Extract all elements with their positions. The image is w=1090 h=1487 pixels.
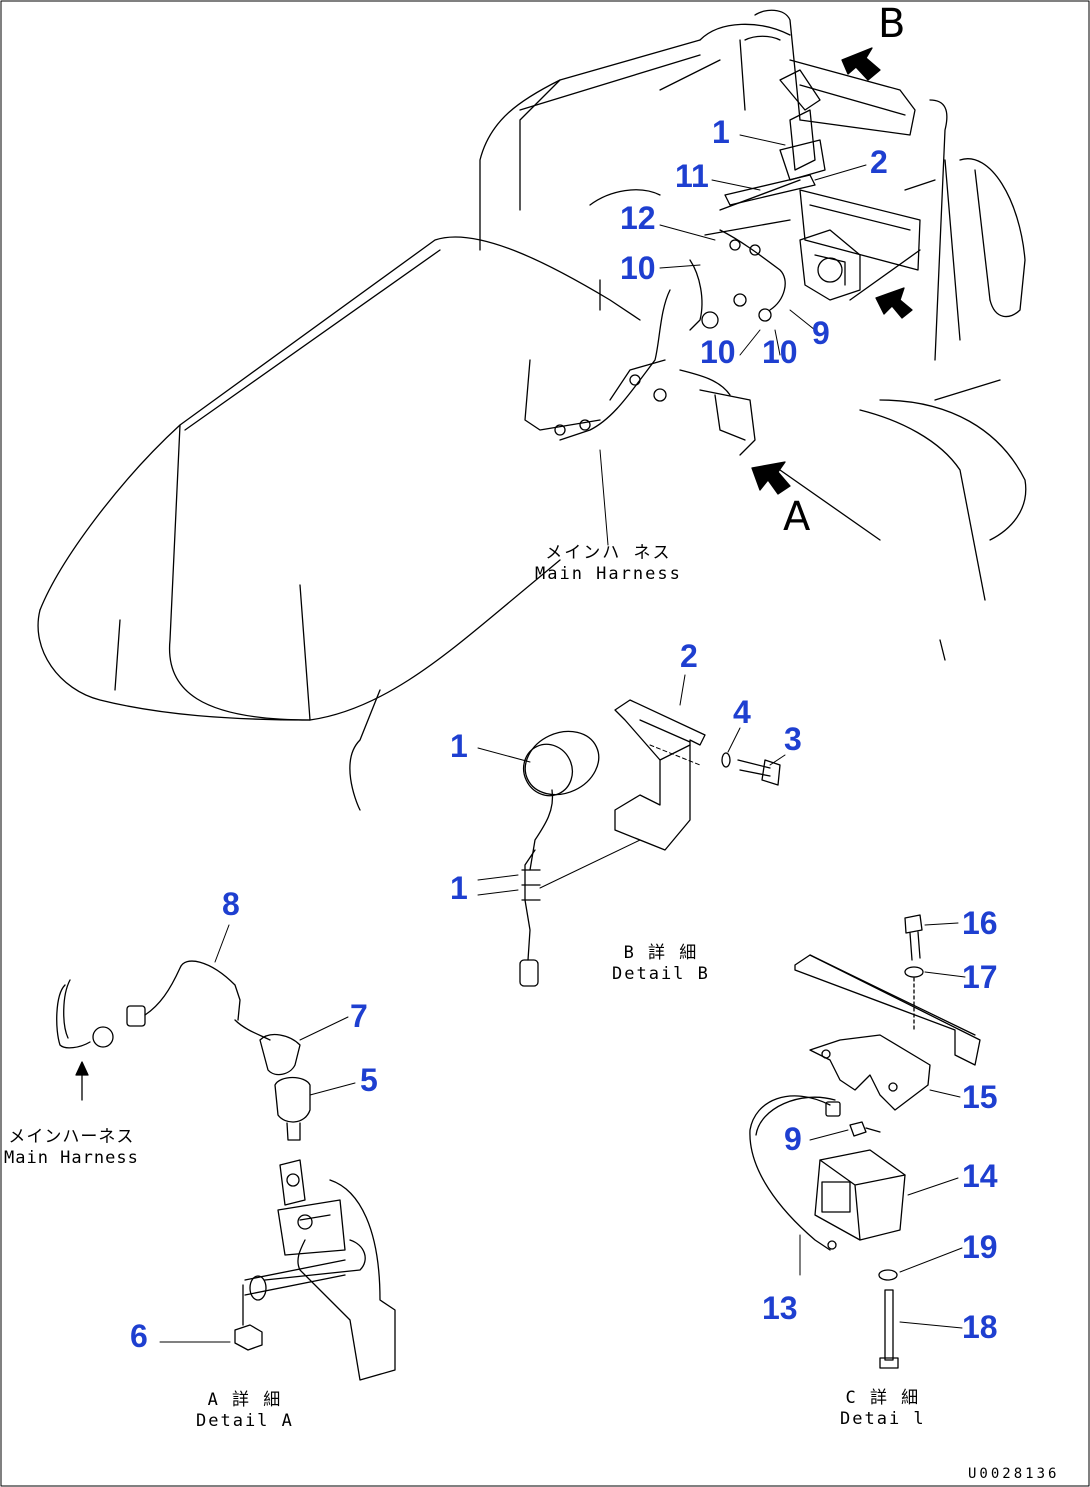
callout-c-15: 15 [962, 1079, 998, 1115]
detail-a-drawing [56, 924, 396, 1381]
view-arrow-a [751, 461, 791, 495]
main-harness-label-top-jp: メインハ ネス [545, 543, 672, 563]
drawing-number: U0028136 [968, 1466, 1060, 1482]
callout-c-9: 9 [784, 1121, 802, 1157]
callout-a-7: 7 [350, 998, 368, 1034]
callout-top-12: 12 [620, 200, 656, 236]
machine-body [37, 23, 1027, 811]
view-label-b: B [878, 1, 906, 47]
view-arrow-c [875, 287, 913, 319]
main-harness-label-a: メインハーネス Main Harness [4, 1127, 139, 1170]
callout-c-18: 18 [962, 1309, 998, 1345]
callout-c-19: 19 [962, 1229, 998, 1265]
callout-top-9: 9 [812, 315, 830, 351]
callout-c-16: 16 [962, 905, 998, 941]
view-label-a: A [783, 494, 811, 540]
callout-b-1b: 1 [450, 870, 468, 906]
view-arrow-b [841, 47, 881, 81]
detail-c-title-en: Detai l [840, 1409, 926, 1430]
detail-a-title: A 詳 細 Detail A [196, 1390, 294, 1433]
callout-b-3: 3 [784, 721, 802, 757]
detail-a-title-en: Detail A [196, 1411, 294, 1432]
callout-b-1a: 1 [450, 728, 468, 764]
callout-top-11: 11 [675, 158, 709, 194]
main-harness-label-a-en: Main Harness [4, 1148, 139, 1169]
rops-frame [739, 9, 1026, 361]
leaders-top [599, 134, 867, 546]
detail-b-title-jp: B 詳 細 [623, 943, 699, 963]
callout-b-4: 4 [733, 694, 751, 730]
callout-c-14: 14 [962, 1158, 998, 1194]
callout-top-10a: 10 [620, 250, 656, 286]
detail-c-title-jp: C 詳 細 [845, 1388, 921, 1408]
callout-a-5: 5 [360, 1062, 378, 1098]
callout-b-2: 2 [680, 638, 698, 674]
callout-c-17: 17 [962, 959, 998, 995]
callout-top-10b: 10 [700, 334, 736, 370]
callout-a-8: 8 [222, 886, 240, 922]
detail-b-title: B 詳 細 Detail B [612, 943, 710, 986]
detail-a-title-jp: A 詳 細 [207, 1390, 283, 1410]
main-harness-label-top: メインハ ネス Main Harness [535, 543, 682, 586]
callout-a-6: 6 [130, 1318, 148, 1354]
harness-top [524, 139, 826, 456]
callout-top-2: 2 [870, 144, 888, 180]
work-lamp-assembly [799, 229, 861, 301]
detail-b-drawing [477, 674, 786, 987]
callout-top-1: 1 [712, 114, 730, 150]
detail-b-title-en: Detail B [612, 964, 710, 985]
detail-c-drawing [749, 914, 981, 1369]
main-harness-label-top-en: Main Harness [535, 564, 682, 585]
callout-c-13: 13 [762, 1290, 798, 1326]
callout-top-10c: 10 [762, 334, 798, 370]
detail-c-title: C 詳 細 Detai l [840, 1388, 926, 1431]
main-harness-label-a-jp: メインハーネス [8, 1127, 135, 1147]
